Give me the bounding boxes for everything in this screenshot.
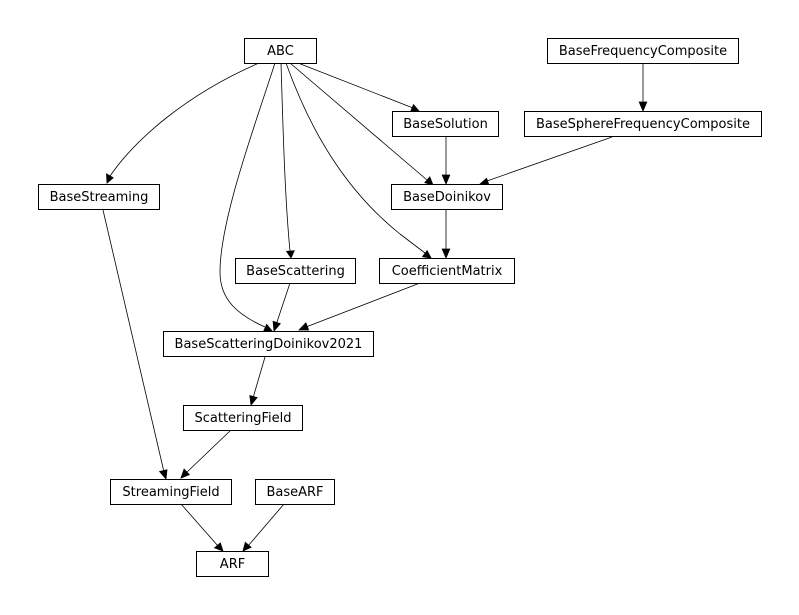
node-abc-label: ABC: [267, 44, 294, 59]
edge-basesolution-to-basedoinikov: [441, 137, 451, 186]
edge-abc-to-basedoinikov: [289, 62, 434, 186]
node-arf[interactable]: ARF: [196, 551, 269, 577]
edge-abc-to-basesolution: [297, 62, 420, 113]
edge-streamingfield-to-arf: [180, 503, 224, 552]
edge-abc-to-coefficientmatrix: [285, 62, 432, 259]
node-coefficientmatrix-label: CoefficientMatrix: [392, 264, 503, 279]
node-basearf[interactable]: BaseARF: [255, 479, 335, 505]
edge-basedoinikov-to-coefficientmatrix: [441, 210, 451, 260]
node-basedoinikov[interactable]: BaseDoinikov: [391, 184, 503, 210]
edge-basescatteringdoinikov2021-to-scatteringfield: [249, 356, 266, 406]
node-scatteringfield-label: ScatteringField: [194, 411, 291, 426]
node-basescattering[interactable]: BaseScattering: [235, 258, 356, 284]
edge-basescattering-to-basescatteringdoinikov2021: [272, 282, 291, 332]
node-arf-label: ARF: [220, 557, 245, 572]
node-basestreaming[interactable]: BaseStreaming: [38, 184, 160, 210]
node-basesolution[interactable]: BaseSolution: [392, 111, 499, 137]
edge-abc-to-basescattering: [280, 62, 295, 259]
edge-basefrequencycomposite-to-basespherefrequencycomposite: [638, 64, 648, 113]
edge-coefficientmatrix-to-basescatteringdoinikov2021: [298, 282, 421, 331]
nodes-layer: ABC BaseFrequencyComposite BaseSolution …: [38, 38, 762, 577]
node-streamingfield-label: StreamingField: [122, 485, 219, 500]
node-coefficientmatrix[interactable]: CoefficientMatrix: [379, 258, 515, 284]
node-scatteringfield[interactable]: ScatteringField: [183, 405, 303, 431]
node-basespherefrequencycomposite-label: BaseSphereFrequencyComposite: [536, 117, 750, 132]
edge-scatteringfield-to-streamingfield: [180, 429, 232, 479]
edge-basespherefrequencycomposite-to-basedoinikov: [479, 136, 613, 187]
node-basescatteringdoinikov2021[interactable]: BaseScatteringDoinikov2021: [163, 331, 374, 357]
edges-layer: [102, 62, 648, 552]
edge-abc-to-basescatteringdoinikov2021: [219, 62, 276, 332]
edge-basestreaming-to-streamingfield: [102, 209, 168, 480]
node-basespherefrequencycomposite[interactable]: BaseSphereFrequencyComposite: [524, 111, 762, 137]
node-basedoinikov-label: BaseDoinikov: [403, 190, 491, 205]
node-streamingfield[interactable]: StreamingField: [110, 479, 232, 505]
node-basefrequencycomposite-label: BaseFrequencyComposite: [559, 44, 727, 59]
node-abc[interactable]: ABC: [244, 38, 317, 64]
node-basescattering-label: BaseScattering: [246, 264, 345, 279]
node-basestreaming-label: BaseStreaming: [50, 190, 149, 205]
edge-abc-to-basestreaming: [106, 62, 260, 184]
node-basefrequencycomposite[interactable]: BaseFrequencyComposite: [547, 38, 739, 64]
node-basearf-label: BaseARF: [266, 485, 323, 500]
edge-basearf-to-arf: [242, 503, 285, 552]
node-basesolution-label: BaseSolution: [403, 117, 488, 132]
node-basescatteringdoinikov2021-label: BaseScatteringDoinikov2021: [175, 337, 363, 352]
